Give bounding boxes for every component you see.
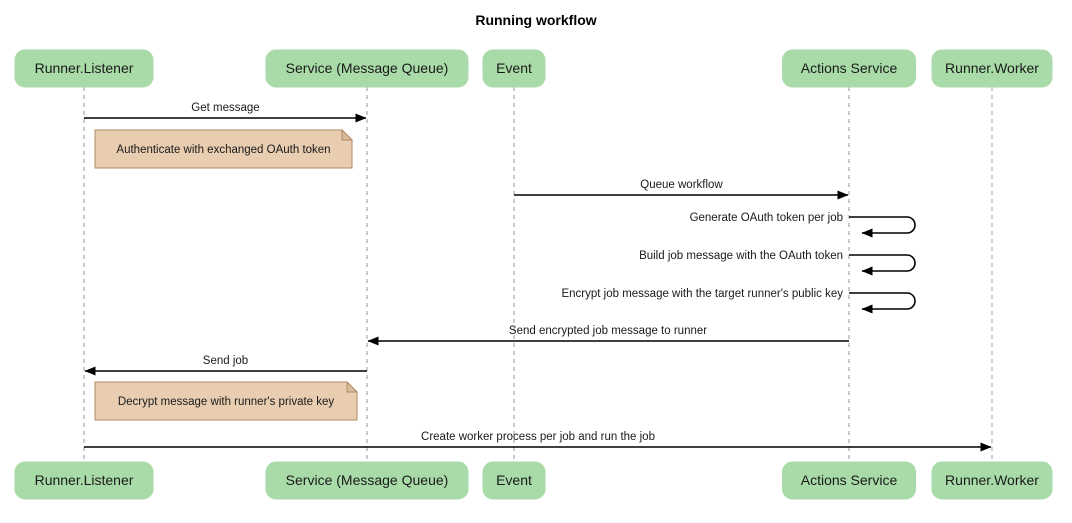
message-loop-path-generate-oauth-token-per-job bbox=[849, 216, 916, 238]
participant-service-message-queue-bottom[interactable]: Service (Message Queue) bbox=[265, 461, 469, 500]
message-label-send-encrypted-job-message-to-runner: Send encrypted job message to runner bbox=[509, 325, 707, 337]
participant-box-actions-service[interactable] bbox=[782, 49, 916, 88]
participant-event-bottom[interactable]: Event bbox=[482, 461, 546, 500]
participants-footer-group: Runner.Listener Service (Message Queue) Ev… bbox=[14, 461, 1053, 500]
participant-label-service-message-queue: Service (Message Queue) bbox=[286, 60, 449, 76]
participant-label-event: Event bbox=[496, 60, 532, 76]
message-label-create-worker-process-per-job-and-run-the-job: Create worker process per job and run th… bbox=[421, 431, 655, 443]
participant-runner-worker-top[interactable]: Runner.Worker bbox=[931, 49, 1053, 88]
participant-label-runner-worker: Runner.Worker bbox=[945, 472, 1039, 488]
diagram-title: Running workflow bbox=[475, 12, 596, 28]
participant-actions-service-top[interactable]: Actions Service bbox=[782, 49, 916, 88]
note-decrypt-label: Decrypt message with runner's private ke… bbox=[118, 396, 335, 408]
participant-runner-listener-top[interactable]: Runner.Listener bbox=[14, 49, 154, 88]
lifelines-group bbox=[83, 87, 993, 462]
participant-box-runner-listener[interactable] bbox=[14, 461, 154, 500]
participant-box-event[interactable] bbox=[482, 49, 546, 88]
participant-label-runner-worker: Runner.Worker bbox=[945, 60, 1039, 76]
note-authenticate-fold-icon bbox=[341, 128, 354, 141]
message-build-job-message-with-the-oauth-token: Build job message with the OAuth token bbox=[639, 250, 916, 276]
participant-label-event: Event bbox=[496, 472, 532, 488]
message-label-get-message: Get message bbox=[191, 102, 259, 114]
notes-group: Authenticate with exchanged OAuth tokenD… bbox=[94, 128, 359, 421]
participant-box-service-message-queue[interactable] bbox=[265, 461, 469, 500]
message-encrypt-job-message-with-the-target-runners-public-key: Encrypt job message with the target runn… bbox=[561, 288, 916, 314]
message-label-generate-oauth-token-per-job: Generate OAuth token per job bbox=[690, 212, 843, 224]
message-create-worker-process-per-job-and-run-the-job: Create worker process per job and run th… bbox=[84, 431, 992, 452]
participant-label-actions-service: Actions Service bbox=[801, 472, 898, 488]
participant-runner-worker-bottom[interactable]: Runner.Worker bbox=[931, 461, 1053, 500]
message-loop-path-build-job-message-with-the-oauth-token bbox=[849, 254, 916, 276]
participant-box-runner-listener[interactable] bbox=[14, 49, 154, 88]
participant-runner-listener-bottom[interactable]: Runner.Listener bbox=[14, 461, 154, 500]
message-generate-oauth-token-per-job: Generate OAuth token per job bbox=[690, 212, 916, 238]
participant-label-runner-listener: Runner.Listener bbox=[35, 60, 134, 76]
message-label-queue-workflow: Queue workflow bbox=[640, 179, 723, 191]
participant-label-runner-listener: Runner.Listener bbox=[35, 472, 134, 488]
participant-label-service-message-queue: Service (Message Queue) bbox=[286, 472, 449, 488]
message-queue-workflow: Queue workflow bbox=[514, 179, 849, 200]
participant-box-runner-worker[interactable] bbox=[931, 49, 1053, 88]
participant-service-message-queue-top[interactable]: Service (Message Queue) bbox=[265, 49, 469, 88]
note-decrypt-body bbox=[94, 381, 358, 421]
message-label-build-job-message-with-the-oauth-token: Build job message with the OAuth token bbox=[639, 250, 843, 262]
participant-box-event[interactable] bbox=[482, 461, 546, 500]
participant-event-top[interactable]: Event bbox=[482, 49, 546, 88]
note-authenticate: Authenticate with exchanged OAuth token bbox=[94, 128, 354, 169]
message-get-message: Get message bbox=[84, 102, 367, 123]
note-decrypt: Decrypt message with runner's private ke… bbox=[94, 380, 359, 421]
participants-header-group: Runner.Listener Service (Message Queue) Ev… bbox=[14, 49, 1053, 88]
participant-box-service-message-queue[interactable] bbox=[265, 49, 469, 88]
message-loop-path-encrypt-job-message-with-the-target-runners-public-key bbox=[849, 292, 916, 314]
participant-box-runner-worker[interactable] bbox=[931, 461, 1053, 500]
note-authenticate-body bbox=[94, 129, 353, 169]
participant-box-actions-service[interactable] bbox=[782, 461, 916, 500]
message-send-job: Send job bbox=[84, 355, 367, 376]
note-decrypt-fold-icon bbox=[346, 380, 359, 393]
message-label-encrypt-job-message-with-the-target-runners-public-key: Encrypt job message with the target runn… bbox=[561, 288, 843, 300]
message-send-encrypted-job-message-to-runner: Send encrypted job message to runner bbox=[367, 325, 849, 346]
message-label-send-job: Send job bbox=[203, 355, 248, 367]
participant-actions-service-bottom[interactable]: Actions Service bbox=[782, 461, 916, 500]
note-authenticate-label: Authenticate with exchanged OAuth token bbox=[116, 144, 330, 156]
participant-label-actions-service: Actions Service bbox=[801, 60, 898, 76]
